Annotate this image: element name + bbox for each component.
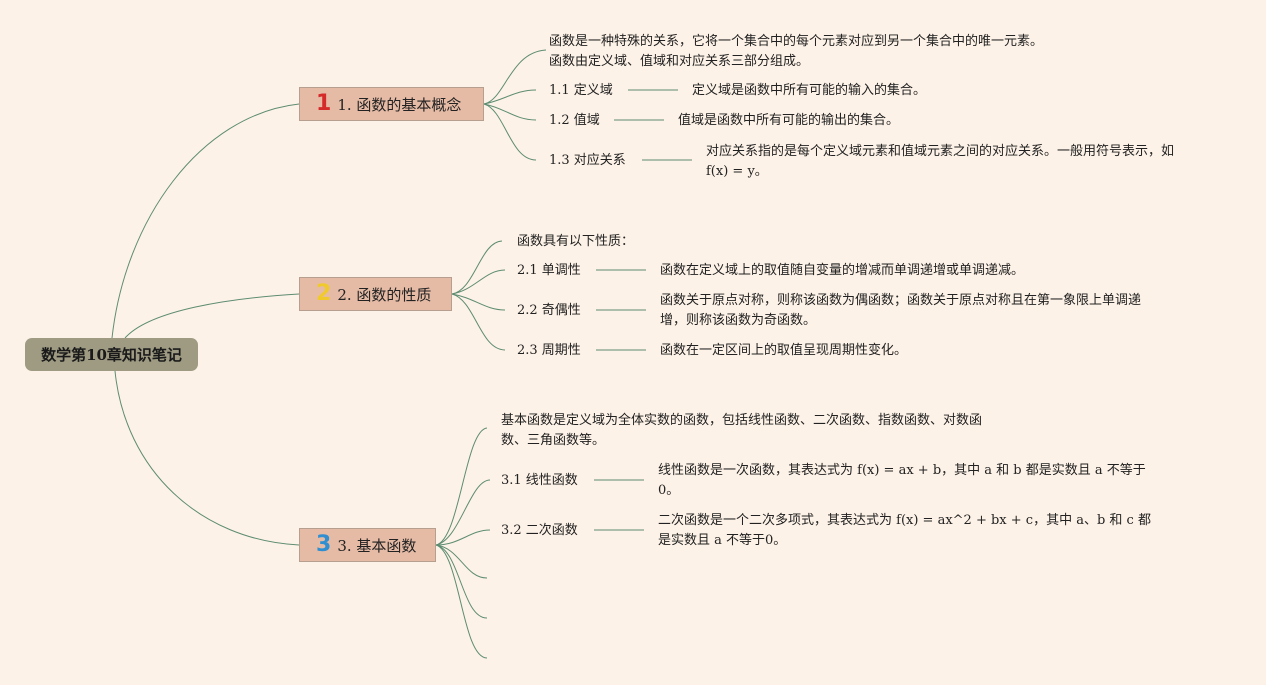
link-root-topic1 xyxy=(111,103,300,339)
link-t1-item2 xyxy=(483,103,537,121)
subtopic-desc: 函数在定义域上的取值随自变量的增减而单调递增或单调递减。 xyxy=(660,263,1025,278)
link-t2-intro xyxy=(451,240,503,295)
topic-label: 3. 基本函数 xyxy=(337,536,417,555)
link-t1-intro xyxy=(483,49,547,105)
subtopic-desc: 对应关系指的是每个定义域元素和值域元素之间的对应关系。一般用符号表示，如 f(x… xyxy=(706,144,1175,179)
root-node[interactable]: 数学第10章知识笔记 xyxy=(25,338,198,371)
subtopic-label[interactable]: 2.2 奇偶性 xyxy=(517,303,581,318)
subtopic-label[interactable]: 3.1 线性函数 xyxy=(501,473,578,488)
topic-node-3[interactable]: 3 3. 基本函数 xyxy=(299,528,436,562)
subtopic-label[interactable]: 3.2 二次函数 xyxy=(501,523,578,538)
subtopic-label[interactable]: 1.2 值域 xyxy=(549,113,600,128)
number-2-icon: 2 xyxy=(316,281,332,306)
number-3-icon: 3 xyxy=(316,532,332,557)
subtopic-label[interactable]: 2.3 周期性 xyxy=(517,343,581,358)
link-t3-extra3 xyxy=(435,544,488,659)
link-t1-item1 xyxy=(483,89,537,105)
subtopic-label[interactable]: 1.3 对应关系 xyxy=(549,153,626,168)
link-root-topic3 xyxy=(114,370,300,546)
link-root-topic2 xyxy=(124,293,300,339)
topic-1-intro: 函数是一种特殊的关系，它将一个集合中的每个元素对应到另一个集合中的唯一元素。函数… xyxy=(549,34,1044,69)
subtopic-desc: 函数在一定区间上的取值呈现周期性变化。 xyxy=(660,343,908,358)
subtopic-label[interactable]: 1.1 定义域 xyxy=(549,83,613,98)
topic-3-intro: 基本函数是定义域为全体实数的函数，包括线性函数、二次函数、指数函数、对数函数、三… xyxy=(501,413,983,448)
link-t1-item3 xyxy=(483,103,537,161)
topic-label: 1. 函数的基本概念 xyxy=(337,95,462,114)
link-t3-item1 xyxy=(435,479,491,546)
subtopic-desc: 定义域是函数中所有可能的输入的集合。 xyxy=(692,83,927,98)
topic-2-intro: 函数具有以下性质： xyxy=(517,234,635,249)
topic-label: 2. 函数的性质 xyxy=(337,285,432,304)
subtopic-desc: 值域是函数中所有可能的输出的集合。 xyxy=(678,113,900,128)
topic-node-2[interactable]: 2 2. 函数的性质 xyxy=(299,277,452,311)
link-t3-extra1 xyxy=(435,544,488,579)
link-t3-intro xyxy=(435,427,488,546)
root-label: 数学第10章知识笔记 xyxy=(41,346,182,364)
subtopic-desc: 二次函数是一个二次多项式，其表达式为 f(x) = ax^2 + bx + c，… xyxy=(658,513,1151,548)
topic-node-1[interactable]: 1 1. 函数的基本概念 xyxy=(299,87,484,121)
link-t2-item1 xyxy=(451,269,506,295)
link-t3-item2 xyxy=(435,529,491,546)
subtopic-label[interactable]: 2.1 单调性 xyxy=(517,263,581,278)
link-t3-extra2 xyxy=(435,544,488,619)
subtopic-desc: 函数关于原点对称，则称该函数为偶函数；函数关于原点对称且在第一象限上单调递增，则… xyxy=(660,293,1142,328)
subtopic-desc: 线性函数是一次函数，其表达式为 f(x) = ax + b，其中 a 和 b 都… xyxy=(658,463,1146,498)
link-t2-item2 xyxy=(451,293,506,311)
number-1-icon: 1 xyxy=(316,91,332,116)
link-t2-item3 xyxy=(451,293,506,351)
